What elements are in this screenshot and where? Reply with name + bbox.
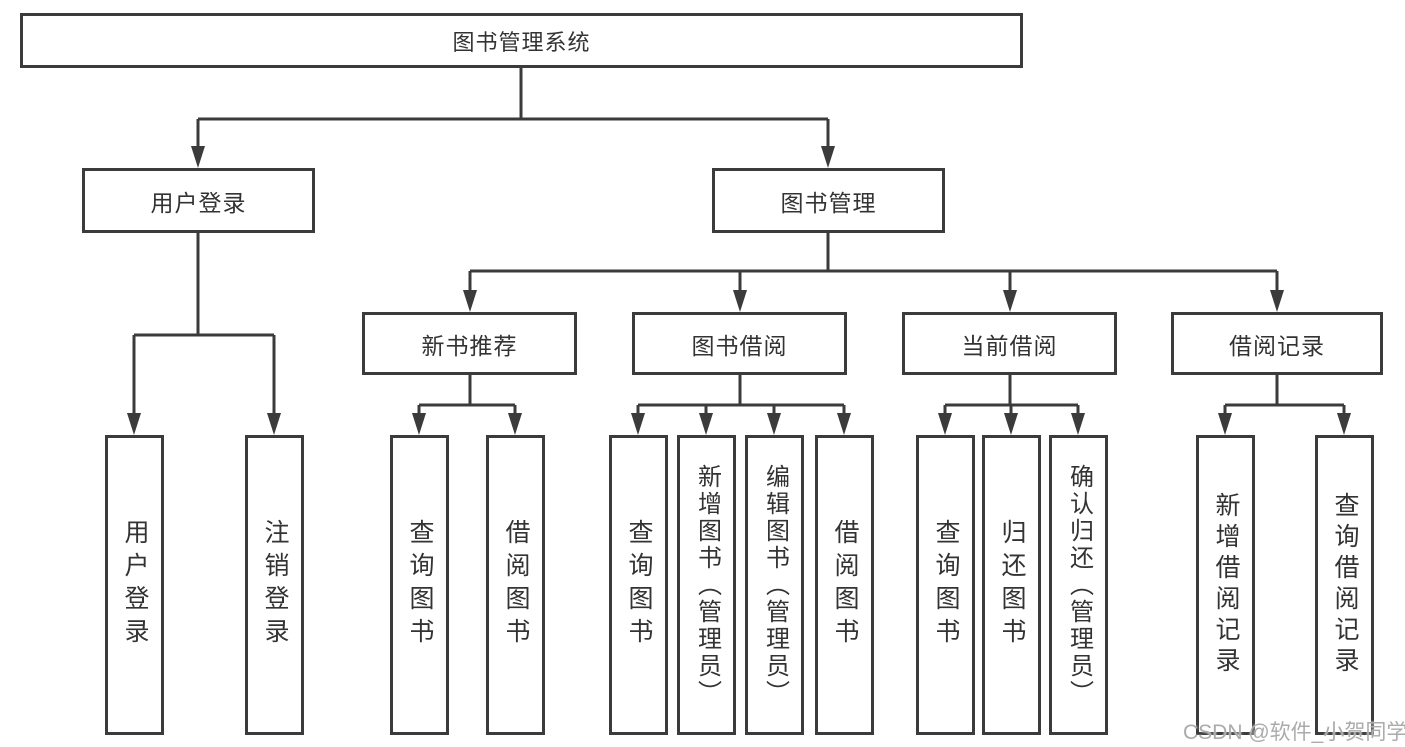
leaf-add-book-admin: 新增图书（管理员） — [677, 435, 736, 735]
arrow-down-icon — [733, 290, 747, 312]
arrow-down-icon — [821, 146, 835, 168]
leaf-logout: 注销登录 — [245, 435, 304, 735]
arrow-down-icon — [699, 413, 713, 435]
connector-bookmgmt-to-level3 — [468, 233, 1279, 294]
arrow-down-icon — [1071, 413, 1085, 435]
csdn-watermark: CSDN @软件_小贺同学 — [1183, 721, 1405, 744]
connector-currentborrow-to-leaves — [943, 375, 1080, 417]
arrow-down-icon — [508, 413, 522, 435]
leaf-confirm-return-admin: 确认归还（管理员） — [1049, 435, 1108, 735]
arrow-down-icon — [1004, 413, 1018, 435]
leaf-edit-book-admin: 编辑图书（管理员） — [745, 435, 804, 735]
arrow-down-icon — [1003, 290, 1017, 312]
leaf-borrow-book: 借阅图书 — [815, 435, 874, 735]
arrow-down-icon — [631, 413, 645, 435]
leaf-query-book-current: 查询图书 — [916, 435, 975, 735]
node-current-borrow: 当前借阅 — [902, 312, 1117, 375]
connector-borrowrecord-to-leaves — [1223, 375, 1346, 417]
node-root-system: 图书管理系统 — [20, 13, 1023, 68]
arrow-down-icon — [1218, 413, 1232, 435]
arrow-down-icon — [412, 413, 426, 435]
node-book-borrow: 图书借阅 — [632, 312, 847, 375]
leaf-user-login: 用户登录 — [105, 435, 164, 735]
node-new-book-recommend: 新书推荐 — [362, 312, 577, 375]
connector-userlogin-to-leaves — [132, 233, 276, 417]
arrow-down-icon — [191, 146, 205, 168]
connector-root-to-level2 — [196, 68, 830, 150]
leaf-query-book-recommend: 查询图书 — [390, 435, 449, 735]
leaf-query-borrow-record: 查询借阅记录 — [1315, 435, 1374, 735]
node-book-management: 图书管理 — [712, 168, 945, 233]
leaf-add-borrow-record: 新增借阅记录 — [1196, 435, 1255, 735]
node-borrow-record: 借阅记录 — [1171, 312, 1383, 375]
arrow-down-icon — [127, 413, 141, 435]
leaf-return-book: 归还图书 — [982, 435, 1041, 735]
node-user-login: 用户登录 — [82, 168, 315, 233]
connector-newbookrec-to-leaves — [417, 375, 517, 417]
connector-bookborrow-to-leaves — [636, 375, 846, 417]
arrow-down-icon — [837, 413, 851, 435]
arrow-down-icon — [938, 413, 952, 435]
arrow-down-icon — [1337, 413, 1351, 435]
arrowheads — [127, 146, 1351, 435]
leaf-query-book-borrow: 查询图书 — [609, 435, 668, 735]
leaf-borrow-book-recommend: 借阅图书 — [486, 435, 545, 735]
arrow-down-icon — [767, 413, 781, 435]
arrow-down-icon — [267, 413, 281, 435]
arrow-down-icon — [463, 290, 477, 312]
arrow-down-icon — [1270, 290, 1284, 312]
